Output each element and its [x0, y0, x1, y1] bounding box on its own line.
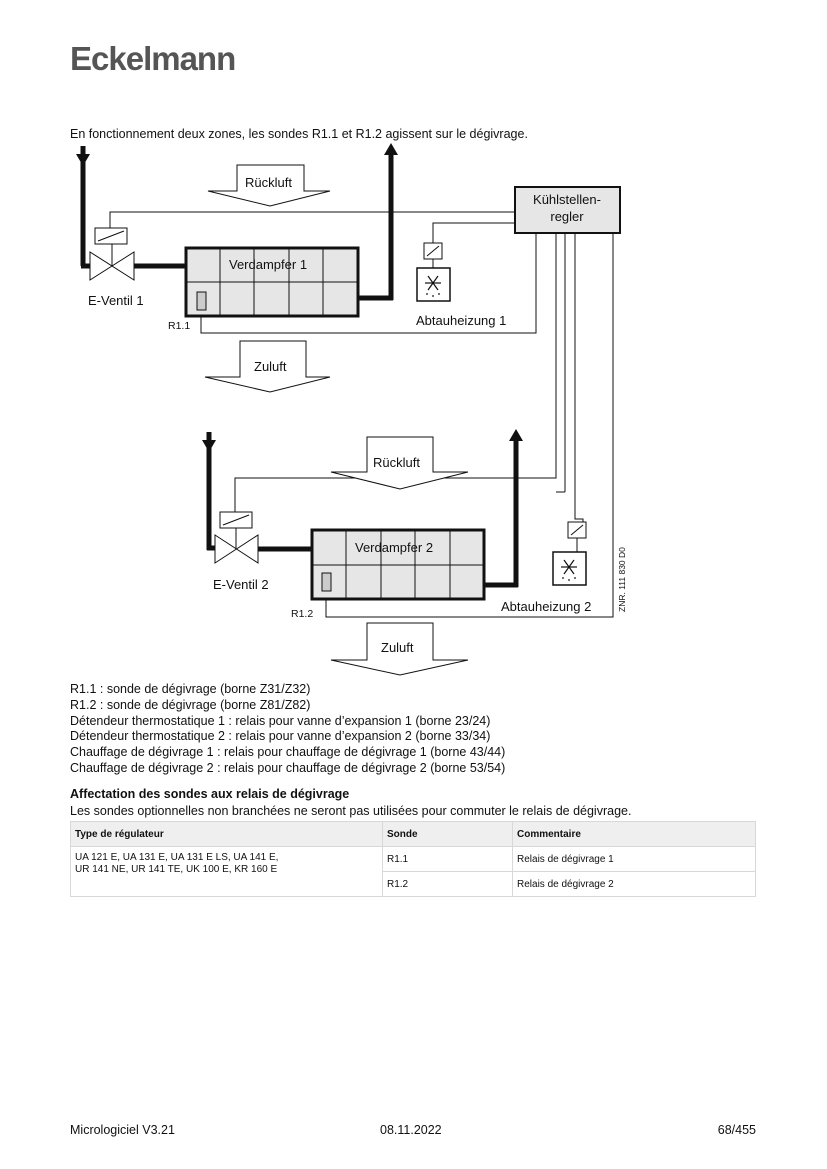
drawing-number: ZNR. 111 830 D0	[617, 547, 627, 612]
col-header-comment: Commentaire	[512, 821, 756, 847]
defrost-wiring-diagram: Rückluft E-Ventil 1 Kühlstellen- regler	[76, 143, 627, 676]
footer-date: 08.11.2022	[380, 1123, 442, 1137]
return-air-label-2: Rückluft	[373, 455, 420, 470]
controller-types-cell: UA 121 E, UA 131 E, UA 131 E LS, UA 141 …	[70, 846, 383, 897]
section-text: Les sondes optionnelles non branchées ne…	[70, 804, 632, 818]
legend-item: Détendeur thermostatique 1 : relais pour…	[70, 713, 491, 728]
table-header-row: Type de régulateur Sonde Commentaire	[70, 821, 756, 847]
probe-cell: R1.1	[382, 846, 513, 872]
table-row: UA 121 E, UA 131 E, UA 131 E LS, UA 141 …	[70, 846, 756, 897]
probe-label-1: R1.1	[168, 320, 190, 332]
legend-item: R1.2 : sonde de dégivrage (borne Z81/Z82…	[70, 697, 311, 712]
probe-cell: R1.2	[382, 871, 513, 897]
eckelmann-logo: Eckelmann	[70, 40, 236, 77]
return-air-label-1: Rückluft	[245, 175, 292, 190]
return-air-arrow-2: Rückluft	[330, 436, 469, 490]
evaporator-1: Verdampfer 1 R1.1	[168, 246, 360, 332]
inlet-pipe-1	[76, 146, 92, 269]
inlet-pipe-2	[202, 432, 216, 551]
heater-label-2: Abtauheizung 2	[501, 599, 591, 614]
supply-air-arrow-2: Zuluft	[330, 622, 469, 676]
expansion-valve-1: E-Ventil 1	[88, 227, 144, 308]
legend-list: R1.1 : sonde de dégivrage (borne Z31/Z32…	[70, 682, 505, 777]
probe-label-2: R1.2	[291, 608, 313, 620]
evaporator-2: Verdampfer 2 R1.2	[291, 528, 486, 620]
footer-firmware: Micrologiciel V3.21	[70, 1123, 175, 1137]
probe-assignment-table: Type de régulateur Sonde Commentaire UA …	[70, 821, 756, 897]
controller-types-line: UA 121 E, UA 131 E, UA 131 E LS, UA 141 …	[75, 852, 279, 863]
heater-label-1: Abtauheizung 1	[416, 313, 506, 328]
controller-box: Kühlstellen- regler	[514, 186, 621, 234]
evaporator-label-2: Verdampfer 2	[355, 540, 433, 555]
legend-item: Chauffage de dégivrage 1 : relais pour c…	[70, 745, 506, 760]
return-air-arrow-1: Rückluft	[207, 164, 331, 207]
outlet-pipe-2	[484, 429, 523, 588]
legend-item: Chauffage de dégivrage 2 : relais pour c…	[70, 760, 506, 775]
footer-page-number: 68/455	[717, 1123, 756, 1137]
section-title: Affectation des sondes aux relais de dég…	[70, 787, 350, 801]
control-wires	[109, 211, 614, 618]
valve-label-2: E-Ventil 2	[213, 577, 269, 592]
svg-text:regler: regler	[550, 209, 584, 224]
defrost-heater-1: Abtauheizung 1	[416, 242, 506, 328]
table-row: R1.2 Relais de dégivrage 2	[71, 871, 756, 897]
supply-air-label-2: Zuluft	[381, 640, 414, 655]
expansion-valve-2: E-Ventil 2	[213, 511, 269, 592]
legend-item: Détendeur thermostatique 2 : relais pour…	[70, 729, 491, 744]
legend-item: R1.1 : sonde de dégivrage (borne Z31/Z32…	[70, 682, 311, 696]
svg-text:Kühlstellen-: Kühlstellen-	[533, 192, 601, 207]
defrost-heater-2: Abtauheizung 2	[501, 521, 591, 614]
supply-air-arrow-1: Zuluft	[204, 340, 331, 393]
evaporator-label-1: Verdampfer 1	[229, 257, 307, 272]
outlet-pipe-1	[357, 143, 398, 301]
intro-text: En fonctionnement deux zones, les sondes…	[70, 127, 528, 141]
comment-cell: Relais de dégivrage 2	[512, 871, 756, 897]
col-header-probe: Sonde	[382, 821, 513, 847]
controller-types-line: UR 141 NE, UR 141 TE, UK 100 E, KR 160 E	[75, 864, 278, 875]
supply-air-label-1: Zuluft	[254, 359, 287, 374]
col-header-type: Type de régulateur	[70, 821, 383, 847]
comment-cell: Relais de dégivrage 1	[512, 846, 756, 872]
valve-label-1: E-Ventil 1	[88, 293, 144, 308]
